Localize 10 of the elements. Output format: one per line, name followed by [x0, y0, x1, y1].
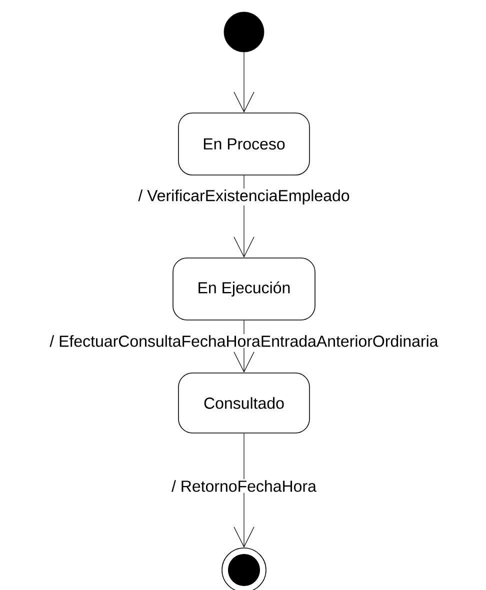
state-box: Consultado	[178, 372, 310, 434]
edge-label: / VerificarExistenciaEmpleado	[137, 188, 351, 206]
edge-label: / EfectuarConsultaFechaHoraEntradaAnteriorOrdinaria	[48, 334, 440, 348]
final-state	[222, 548, 266, 590]
initial-state	[224, 12, 264, 52]
state-box: En Ejecución	[172, 258, 316, 320]
edge-label: / RetornoFechaHora	[170, 479, 318, 493]
arrow	[234, 52, 254, 113]
arrow	[234, 433, 254, 548]
state-box: En Proceso	[178, 112, 310, 176]
